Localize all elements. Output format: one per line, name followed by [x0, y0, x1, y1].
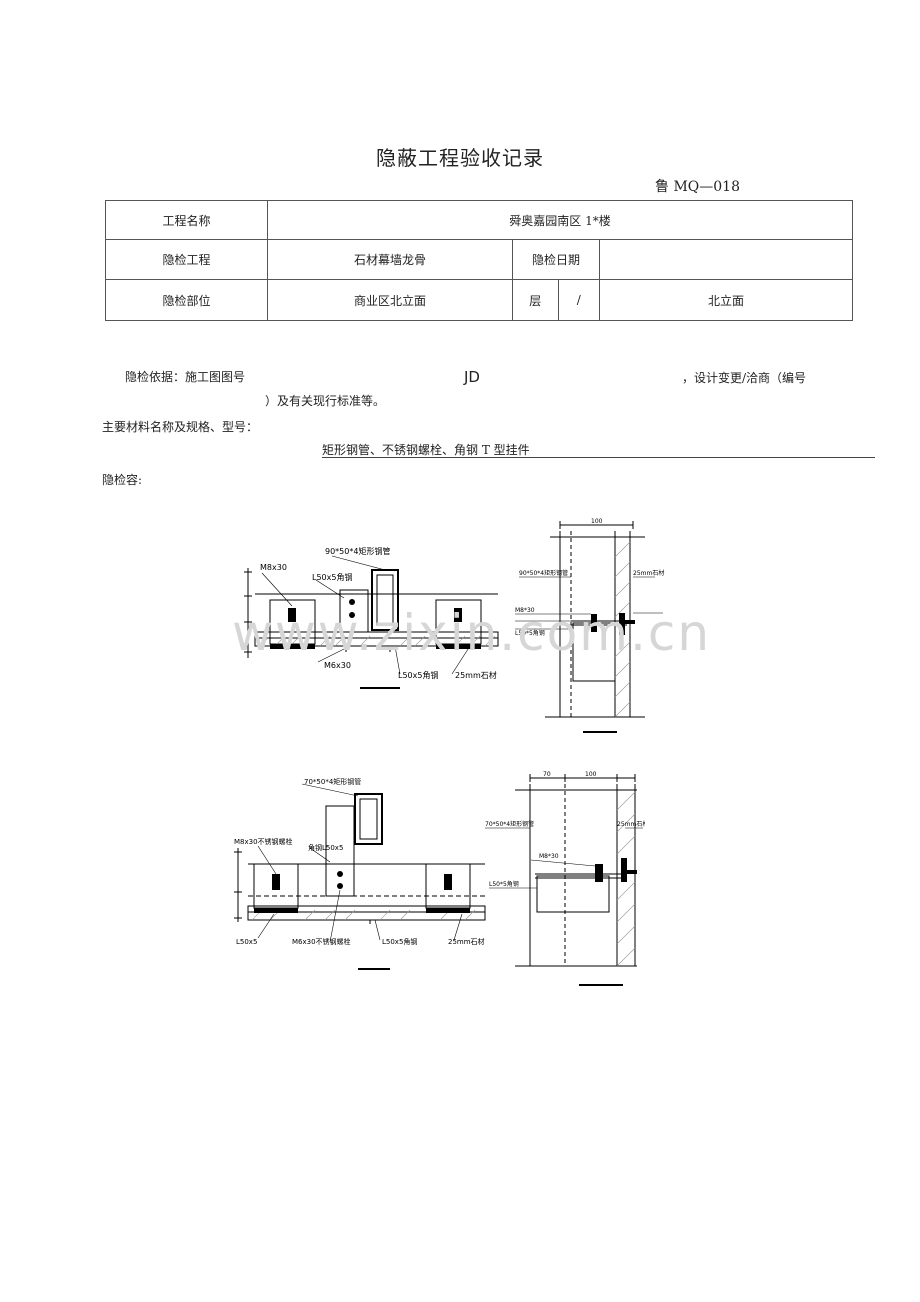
svg-text:25mm石材: 25mm石材 — [633, 569, 664, 577]
table-row: 隐检部位 商业区北立面 层 / 北立面 — [105, 279, 853, 321]
svg-text:L50x5角钢: L50x5角钢 — [382, 937, 417, 946]
floor-value: / — [557, 279, 601, 321]
drawing-section-detail-1: 100 90*50*4矩形钢管 M8*30 L50*5角钢 25mm石材 — [515, 518, 664, 733]
svg-text:M8*30: M8*30 — [515, 607, 535, 614]
svg-text:M8x30不锈钢螺栓: M8x30不锈钢螺栓 — [234, 837, 293, 846]
inspection-date-value — [599, 239, 853, 280]
project-name-label: 工程名称 — [105, 200, 268, 240]
materials-label: 主要材料名称及规格、型号： — [102, 420, 259, 434]
svg-text:L50x5角钢: L50x5角钢 — [312, 572, 352, 582]
svg-text:90*50*4矩形钢管: 90*50*4矩形钢管 — [325, 546, 390, 556]
materials-underline — [322, 457, 875, 458]
svg-text:25mm石材: 25mm石材 — [455, 670, 497, 680]
table-row: 工程名称 舜奥嘉园南区 1*楼 — [105, 200, 853, 240]
table-row: 隐检工程 石材幕墙龙骨 隐检日期 — [105, 239, 853, 280]
drawing-plan-detail-2: 70*50*4矩形钢管 M8x30不锈钢螺栓 角钢L50x5 L50x5 M6x… — [234, 777, 486, 970]
svg-text:100: 100 — [591, 518, 603, 525]
svg-text:L50*5角钢: L50*5角钢 — [489, 880, 519, 888]
drawing-section-detail-2: 70 100 70*50*4矩形钢管 M8*30 L50*5角钢 25mm石材 — [485, 771, 645, 986]
svg-text:100: 100 — [585, 771, 597, 778]
drawing-plan-detail-1: M8x30 90*50*4矩形钢管 L50x5角钢 M6x30 L50x5角钢 … — [244, 546, 499, 689]
inspection-part-value: 商业区北立面 — [267, 279, 513, 321]
document-number: 鲁 MQ—018 — [655, 179, 740, 195]
project-name-value: 舜奥嘉园南区 1*楼 — [267, 200, 853, 240]
hidden-work-value: 石材幕墙龙骨 — [267, 239, 513, 280]
drawing-number: JD — [464, 368, 480, 386]
svg-text:L50x5: L50x5 — [236, 938, 257, 946]
svg-text:70*50*4矩形钢管: 70*50*4矩形钢管 — [304, 777, 361, 786]
svg-text:90*50*4矩形钢管: 90*50*4矩形钢管 — [519, 569, 568, 577]
basis-line-2: ）及有关现行标准等。 — [265, 394, 386, 408]
svg-text:M6x30: M6x30 — [324, 661, 351, 670]
svg-text:70*50*4矩形钢管: 70*50*4矩形钢管 — [485, 820, 534, 828]
svg-text:M6x30不锈钢螺栓: M6x30不锈钢螺栓 — [292, 937, 351, 946]
floor-label: 层 — [512, 279, 559, 321]
inspection-date-label: 隐检日期 — [512, 239, 600, 280]
svg-text:25mm石材: 25mm石材 — [448, 937, 485, 946]
content-label: 隐检容: — [102, 473, 143, 487]
svg-text:M8x30: M8x30 — [260, 563, 287, 572]
svg-text:L50x5角钢: L50x5角钢 — [398, 670, 438, 680]
elevation-value: 北立面 — [599, 279, 853, 321]
page-title: 隐蔽工程验收记录 — [376, 146, 544, 170]
inspection-part-label: 隐检部位 — [105, 279, 268, 321]
design-change-text: ，设计变更/洽商（编号 — [682, 371, 807, 385]
inspection-form-table: 工程名称 舜奥嘉园南区 1*楼 隐检工程 石材幕墙龙骨 隐检日期 隐检部位 商业… — [105, 200, 853, 321]
svg-text:L50*5角钢: L50*5角钢 — [515, 629, 545, 637]
basis-line-1: 隐检依据：施工图图号 — [125, 370, 246, 384]
svg-text:M8*30: M8*30 — [539, 853, 559, 860]
svg-text:角钢L50x5: 角钢L50x5 — [308, 843, 343, 852]
hidden-work-label: 隐检工程 — [105, 239, 268, 280]
svg-text:70: 70 — [543, 771, 551, 778]
svg-text:25mm石材: 25mm石材 — [617, 820, 645, 828]
materials-value: 矩形钢管、不锈钢螺栓、角钢 T 型挂件 — [322, 443, 530, 457]
watermark-text: www.zixin.com.cn — [232, 604, 712, 662]
